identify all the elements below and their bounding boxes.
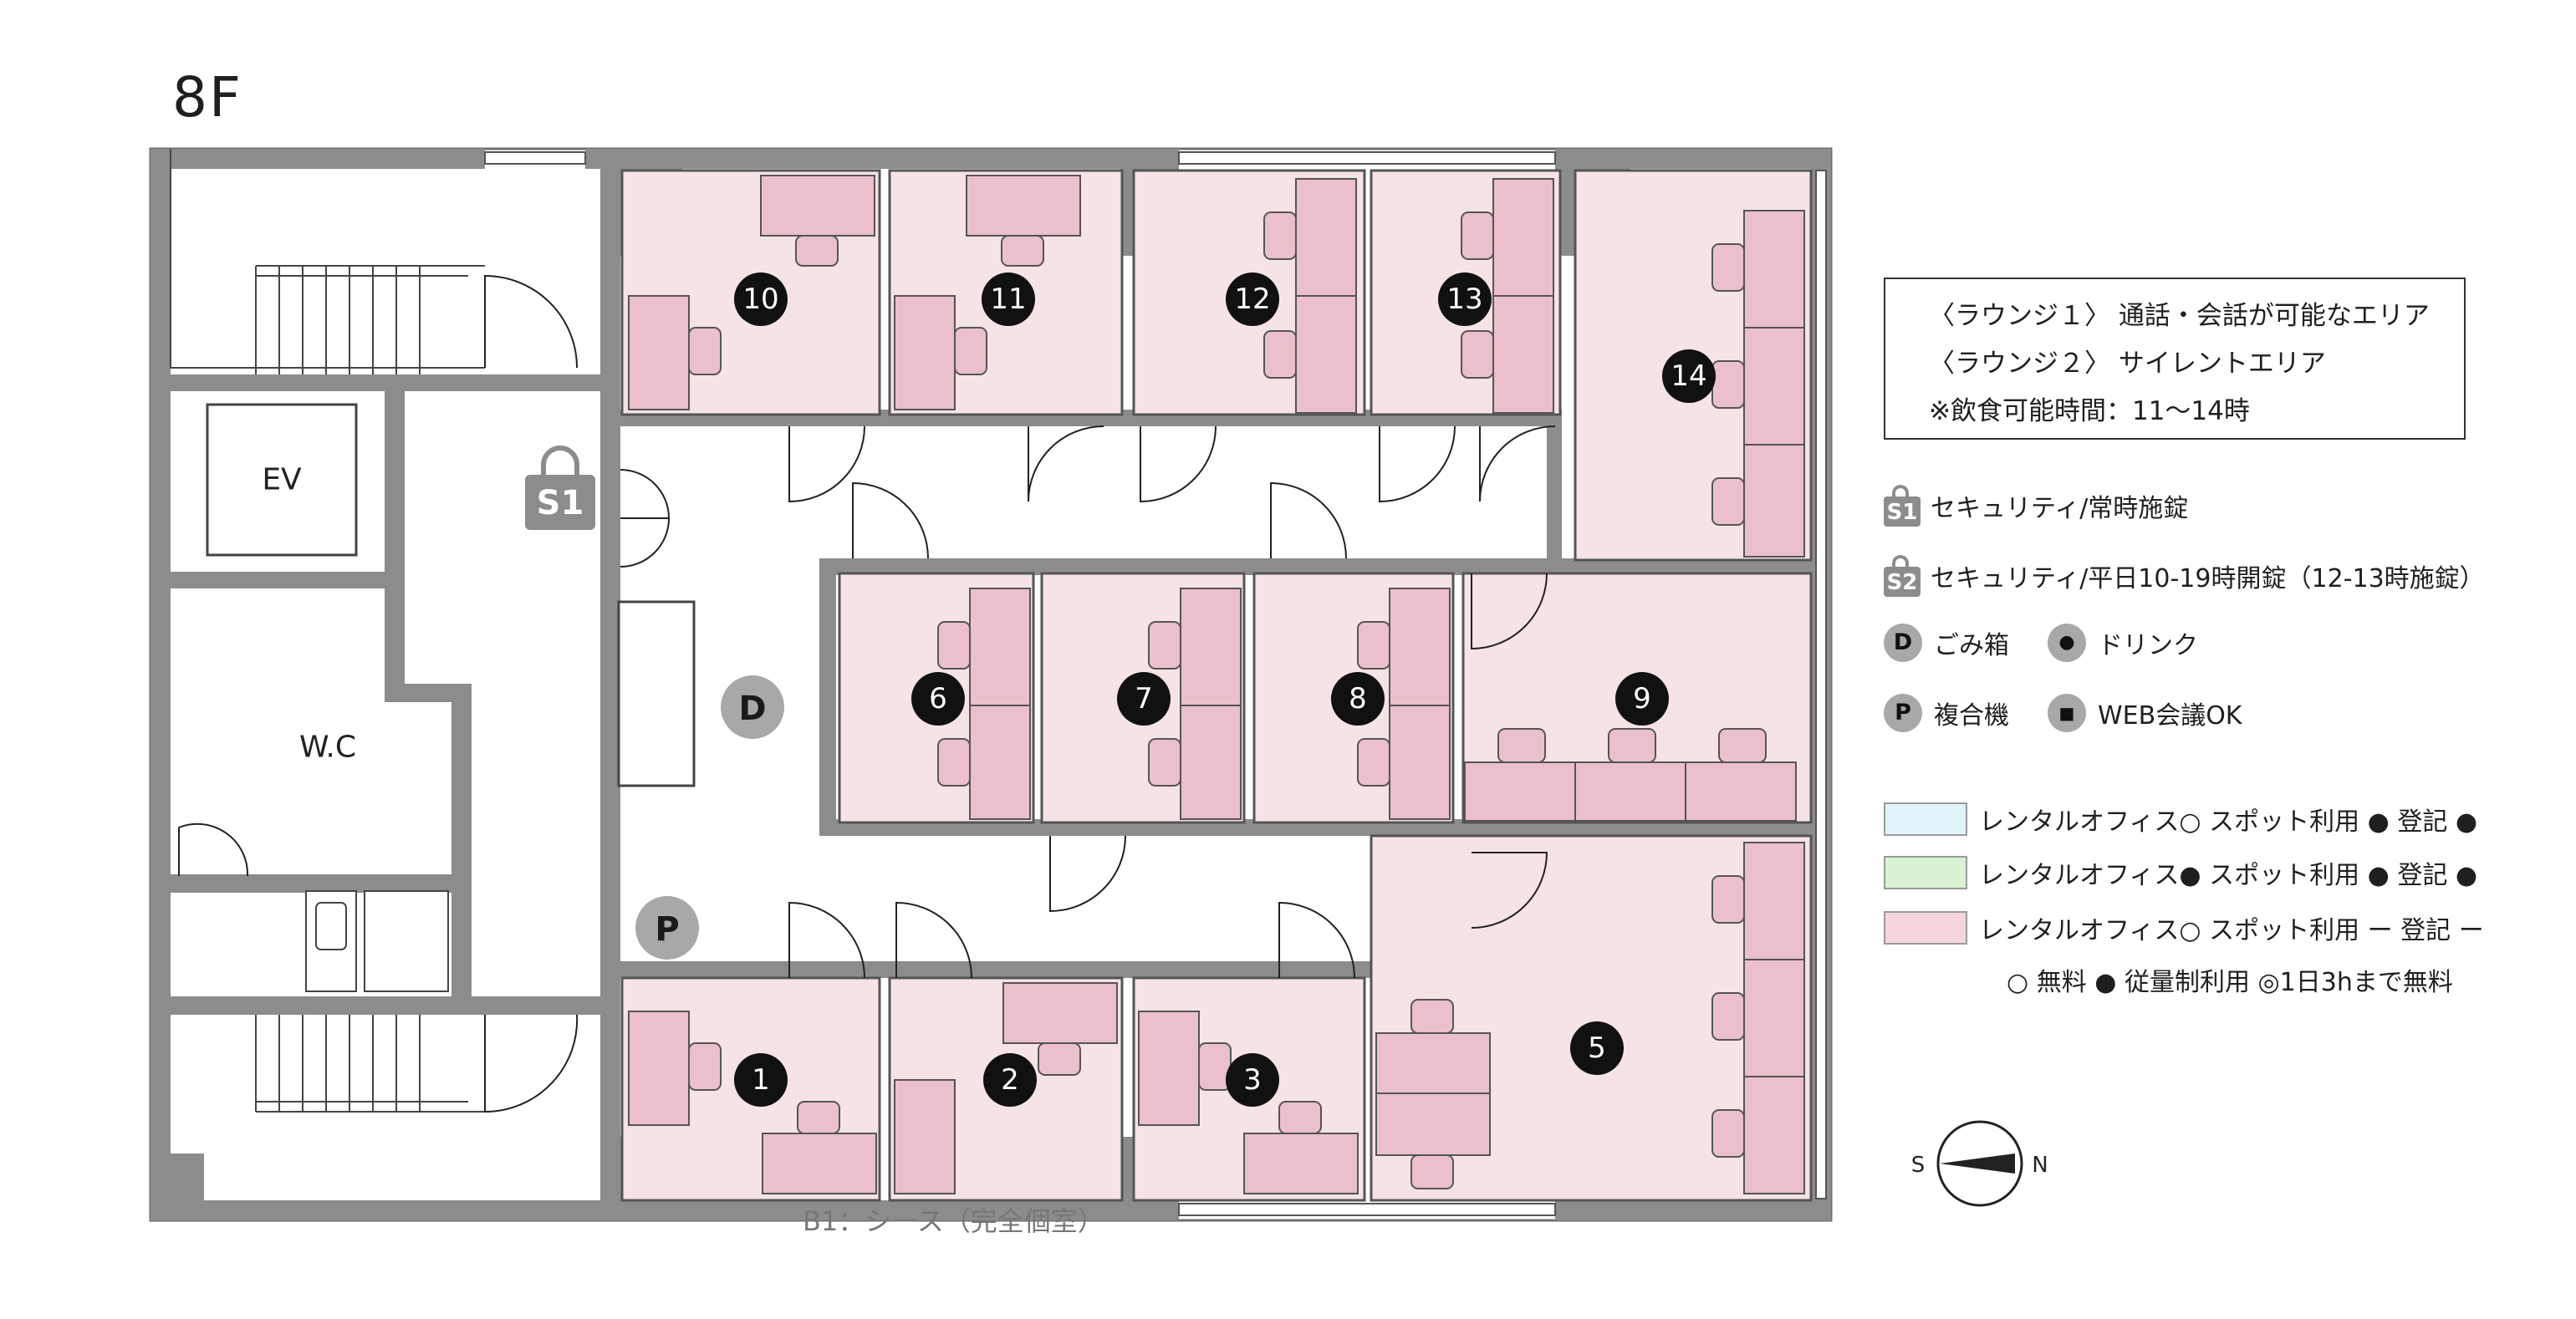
- p-marker: P: [635, 896, 699, 960]
- legend-swatch-3-text: レンタルオフィス○ スポット利用 ー 登記 ー: [1979, 916, 2484, 945]
- s1-lock-marker: S1: [525, 446, 595, 530]
- swatch-green: [1884, 856, 1967, 889]
- svg-text:3: 3: [1243, 1063, 1262, 1097]
- svg-text:6: 6: [929, 682, 947, 716]
- legend-swatch-2-text: レンタルオフィス● スポット利用 ● 登記 ●: [1979, 861, 2478, 890]
- swatch-pink: [1884, 911, 1967, 945]
- core-doors: [178, 274, 579, 1113]
- corridor-doors: [620, 425, 1556, 979]
- svg-text:8: 8: [1349, 682, 1367, 716]
- d-marker: D: [721, 675, 784, 739]
- svg-text:10: 10: [742, 283, 778, 316]
- legend-d-text: ごみ箱: [1934, 631, 2009, 660]
- legend-p-web: P 複合機 ■ WEB会議OK: [1884, 694, 2242, 732]
- wc-label: W.C: [299, 731, 356, 765]
- legend-s2: S2 セキュリティ/平日10-19時開錠（12-13時施錠）: [1884, 555, 2485, 597]
- legend-drink-text: ドリンク: [2098, 631, 2198, 660]
- stairs-top-treads: [255, 266, 468, 374]
- swatch-blue: [1884, 802, 1967, 836]
- drink-icon: ●: [2048, 624, 2086, 662]
- svg-text:5: 5: [1588, 1031, 1606, 1065]
- stairs-bottom-treads: [255, 1015, 485, 1113]
- legend-swatch-1-text: レンタルオフィス○ スポット利用 ● 登記 ●: [1979, 807, 2478, 837]
- legend-p-text: 複合機: [1934, 701, 2009, 731]
- sink-basin: [315, 902, 347, 950]
- svg-text:12: 12: [1234, 283, 1270, 316]
- footnote-text: B1：シース（完全個室）: [803, 1205, 1104, 1237]
- stairs-top: [170, 149, 485, 369]
- svg-text:11: 11: [990, 283, 1026, 316]
- legend-d-drink: D ごみ箱 ● ドリンク: [1884, 624, 2198, 662]
- svg-text:2: 2: [1001, 1063, 1019, 1097]
- compass-icon: S N: [1911, 1120, 2048, 1207]
- legend-s2-text: セキュリティ/平日10-19時開錠（12-13時施錠）: [1931, 564, 2485, 593]
- svg-text:14: 14: [1671, 359, 1706, 393]
- legend-s1-text: セキュリティ/常時施錠: [1931, 494, 2189, 523]
- s1-lock-icon: S1: [1884, 485, 1921, 527]
- lounge-info-box: 〈ラウンジ１〉 通話・会話が可能なエリア 〈ラウンジ２〉 サイレントエリア ※飲…: [1884, 278, 2466, 440]
- printer-icon: P: [1884, 694, 1922, 732]
- ev-label: EV: [262, 463, 302, 497]
- wc-stall: [364, 890, 449, 992]
- video-camera-icon: ■: [2048, 694, 2086, 732]
- svg-text:N: N: [2032, 1153, 2048, 1178]
- s2-lock-icon: S2: [1884, 555, 1921, 597]
- info-line-3: ※飲食可能時間：11〜14時: [1929, 396, 2250, 426]
- elevator-shaft: [206, 403, 358, 557]
- legend-swatch-3: レンタルオフィス○ スポット利用 ー 登記 ー: [1884, 909, 2484, 946]
- svg-text:7: 7: [1135, 682, 1153, 716]
- storage-cabinet: [617, 600, 696, 787]
- svg-text:13: 13: [1446, 283, 1482, 316]
- svg-text:S1: S1: [537, 484, 584, 522]
- legend-s1: S1 セキュリティ/常時施錠: [1884, 485, 2188, 527]
- info-line-1: 〈ラウンジ１〉 通話・会話が可能なエリア: [1929, 301, 2430, 331]
- svg-text:1: 1: [752, 1063, 770, 1097]
- furniture: [628, 175, 1805, 1194]
- info-line-2: 〈ラウンジ２〉 サイレントエリア: [1929, 349, 2326, 379]
- legend-swatch-1: レンタルオフィス○ スポット利用 ● 登記 ●: [1884, 801, 2477, 838]
- legend-swatch-2: レンタルオフィス● スポット利用 ● 登記 ●: [1884, 854, 2477, 891]
- trash-icon: D: [1884, 624, 1922, 662]
- svg-text:D: D: [738, 690, 766, 728]
- room-numbers: 1 2 3 5 6 7 8 9 10 11 12 13 14: [734, 272, 1716, 1107]
- svg-text:P: P: [655, 910, 679, 949]
- svg-text:9: 9: [1633, 682, 1651, 716]
- legend-note-text: ○ 無料 ● 従量制利用 ◎1日3hまで無料: [2007, 968, 2453, 997]
- windows: [484, 151, 1827, 1216]
- floor-label: 8F: [172, 65, 242, 130]
- svg-text:S: S: [1911, 1153, 1926, 1178]
- legend-note: ○ 無料 ● 従量制利用 ◎1日3hまで無料: [2007, 961, 2453, 998]
- legend-web-text: WEB会議OK: [2098, 701, 2242, 731]
